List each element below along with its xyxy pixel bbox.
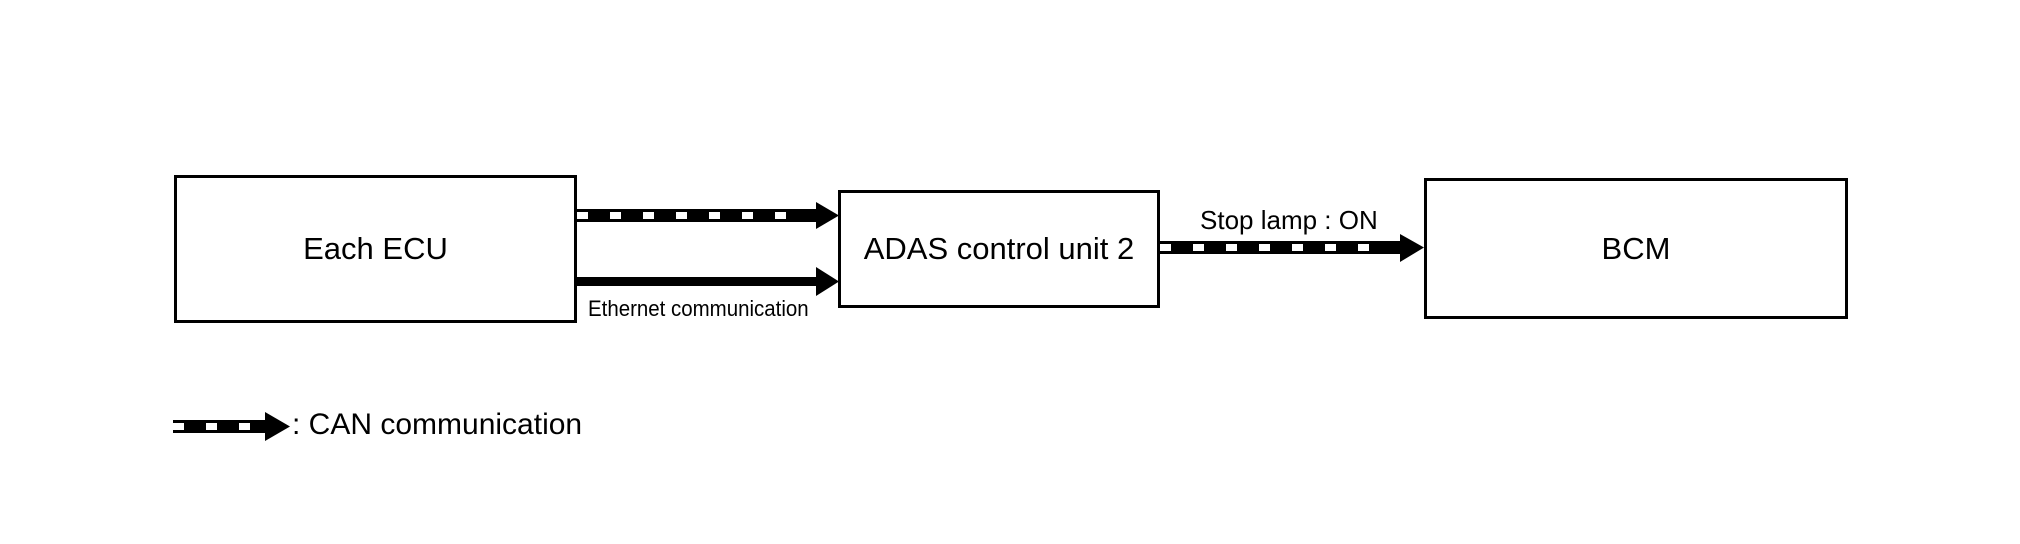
can-dash-segment: [1160, 244, 1171, 251]
each-ecu-box: Each ECU: [174, 175, 577, 323]
can-dash-segment: [1292, 244, 1303, 251]
can-dash-segment: [1193, 244, 1204, 251]
can-dash-segment: [1259, 244, 1270, 251]
can-dash-segment: [643, 212, 654, 219]
stop-lamp-signal-label: Stop lamp : ON: [1200, 205, 1378, 235]
bcm-label: BCM: [1601, 230, 1671, 266]
bcm-box: BCM: [1424, 178, 1848, 319]
can-dash-segment: [709, 212, 720, 219]
can-dash-segment: [775, 212, 786, 219]
adas-control-unit-box: ADAS control unit 2: [838, 190, 1160, 308]
can-dash-segment: [173, 423, 184, 430]
ethernet-communication-label: Ethernet communication: [588, 296, 809, 321]
can-dash-segment: [676, 212, 687, 219]
can-dash-segment: [577, 212, 588, 219]
each-ecu-label: Each ECU: [303, 231, 448, 266]
can-dash-segment: [1226, 244, 1237, 251]
can-dash-segment: [1358, 244, 1369, 251]
can-dash-segment: [1325, 244, 1336, 251]
legend-can-arrow-icon: [173, 412, 290, 441]
ethernet-arrow-ecu-to-adas: [577, 267, 839, 296]
legend-can-communication-label: : CAN communication: [292, 408, 583, 441]
can-dash-segment: [206, 423, 217, 430]
adas-control-unit-label: ADAS control unit 2: [863, 231, 1135, 266]
can-arrow-ecu-to-adas: [577, 202, 839, 229]
can-dash-segment: [239, 423, 250, 430]
can-dash-segment: [742, 212, 753, 219]
can-arrow-adas-to-bcm: [1160, 234, 1424, 262]
can-dash-segment: [610, 212, 621, 219]
